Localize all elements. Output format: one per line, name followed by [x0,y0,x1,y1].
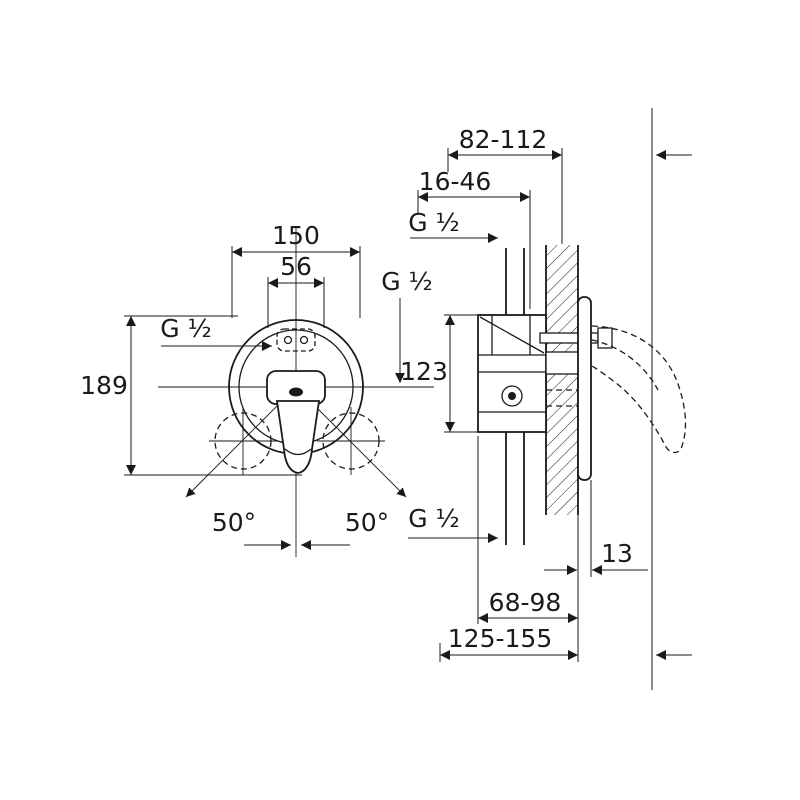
cartridge-dot [508,392,516,400]
lever-handle-side [591,325,687,454]
cartridge-circle [501,385,523,407]
dim-hub-width-label: 56 [280,252,312,281]
port-left-circle [214,412,272,470]
thread-top-label: G ½ [160,314,212,343]
thread-label-supply: G ½ [408,208,498,243]
front-view: 150 56 189 G ½ [80,221,434,557]
set-screw-slot [289,387,303,397]
wall-section [545,245,579,515]
dim-rough-in: 16-46 [417,167,531,309]
dim-body-height-label: 123 [400,357,448,386]
thread-side-label: G ½ [381,267,433,296]
dim-plate-width: 150 [231,221,361,318]
bolt-cap [597,327,613,349]
dim-wall-total: 125-155 [439,624,578,662]
dim-wall-min: 68-98 [477,436,579,662]
dim-depth-range: 82-112 [447,125,563,244]
supply-pipes [505,248,525,545]
dim-plate-depth: 13 [544,480,648,577]
port-right-circle [322,412,380,470]
dim-height: 189 [80,315,302,476]
top-port-detail [276,328,316,352]
escutcheon-plate-side [577,296,592,481]
screw-right [299,335,309,345]
angle-right-label: 50° [345,508,389,537]
thread-label-top: G ½ [160,314,272,351]
thread-outlet-label: G ½ [408,504,460,533]
thread-supply-label: G ½ [408,208,460,237]
reference-plane [651,108,692,690]
side-ports-dashed [214,412,380,470]
lever-handle-front [266,370,326,474]
dim-wall-min-label: 68-98 [489,588,562,617]
valve-body [477,314,613,433]
screw-left [283,335,293,345]
dim-rough-in-label: 16-46 [419,167,492,196]
lever-body [275,400,321,474]
side-view: 82-112 16-46 G ½ 123 [400,108,692,690]
wall-hatch [546,245,578,515]
dim-plate-width-label: 150 [272,221,320,250]
dim-body-height: 123 [400,314,478,433]
dim-plate-depth-label: 13 [601,539,633,568]
body-outline [477,314,547,433]
dim-depth-range-label: 82-112 [459,125,548,154]
angle-dimensions: 50° 50° [212,508,389,550]
lever-detail-arc [284,448,312,456]
angle-left-label: 50° [212,508,256,537]
thread-label-side: G ½ [381,267,433,383]
dim-hub-width: 56 [267,252,325,328]
thread-label-outlet: G ½ [408,504,498,543]
dim-height-label: 189 [80,371,128,400]
dim-wall-total-label: 125-155 [448,624,552,653]
